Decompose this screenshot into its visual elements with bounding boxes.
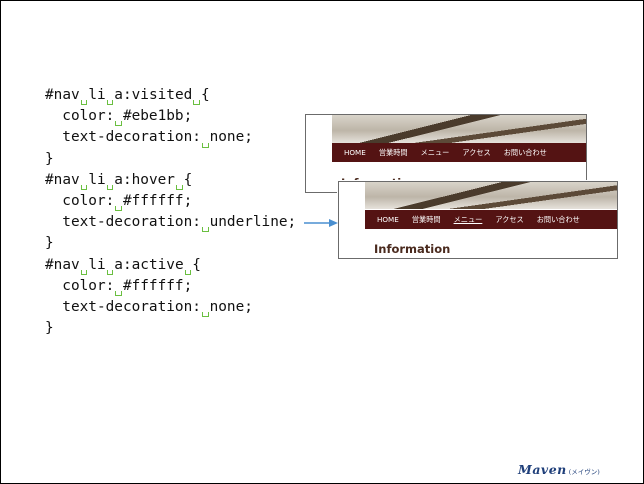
space-marker-icon	[201, 297, 210, 318]
code-token: #nav	[45, 256, 80, 273]
nav-link[interactable]: HOME	[377, 215, 399, 224]
code-token: color:	[62, 192, 115, 209]
space-marker-icon	[201, 127, 210, 148]
header-photo	[332, 115, 586, 143]
css-code-block: #nav li a:visited { color: #ebe1bb; text-decor…	[45, 85, 296, 339]
nav-link[interactable]: お問い合わせ	[503, 147, 547, 157]
code-token: color:	[62, 277, 115, 294]
code-line: #nav li a:active {	[45, 255, 296, 276]
arrow-right-icon	[304, 219, 338, 227]
header-photo	[365, 182, 617, 209]
code-line: }	[45, 233, 296, 254]
space-marker-icon	[80, 85, 89, 106]
code-token: a:visited	[114, 87, 193, 103]
space-marker-icon	[114, 106, 123, 127]
code-token: text-decoration:	[62, 129, 201, 146]
information-heading: Information	[374, 242, 451, 256]
code-token: none;	[209, 129, 253, 146]
code-token: li	[88, 87, 106, 103]
code-token: color:	[62, 108, 115, 125]
nav-link[interactable]: メニュー	[420, 147, 450, 157]
code-token: #ffffff;	[122, 277, 193, 294]
code-token: underline;	[209, 214, 297, 231]
code-token: #ebe1bb;	[122, 108, 193, 125]
space-marker-icon	[106, 255, 115, 276]
code-line: text-decoration: none;	[45, 297, 296, 318]
space-marker-icon	[80, 255, 89, 276]
nav-link[interactable]: アクセス	[495, 214, 524, 224]
code-token: {	[200, 87, 210, 103]
space-marker-icon	[175, 170, 184, 191]
code-token: none;	[209, 298, 253, 315]
logo-main: Maven	[518, 462, 567, 477]
code-token: li	[88, 171, 106, 188]
nav-link[interactable]: お問い合わせ	[536, 214, 580, 224]
brand-logo: Maven(メイヴン)	[518, 459, 600, 478]
code-token: {	[183, 171, 193, 188]
code-token: {	[192, 256, 201, 273]
nav-link[interactable]: 営業時間	[411, 214, 441, 224]
space-marker-icon	[184, 255, 193, 276]
space-marker-icon	[80, 170, 89, 191]
code-token: #nav	[45, 171, 80, 188]
nav-bar: HOME 営業時間 メニュー アクセス お問い合わせ	[365, 210, 617, 229]
code-line: }	[45, 149, 296, 170]
code-line: }	[45, 318, 296, 339]
space-marker-icon	[201, 212, 210, 233]
code-token: text-decoration:	[62, 214, 201, 231]
code-token: }	[45, 235, 54, 252]
code-line: text-decoration: none;	[45, 127, 296, 148]
nav-link[interactable]: 営業時間	[378, 147, 408, 157]
code-token: li	[88, 256, 106, 273]
code-line: color: #ffffff;	[45, 191, 296, 212]
code-line: color: #ebe1bb;	[45, 106, 296, 127]
code-line: #nav li a:hover {	[45, 170, 296, 191]
logo-sub: (メイヴン)	[568, 468, 600, 476]
code-token: #nav	[45, 87, 80, 103]
code-line: text-decoration: underline;	[45, 212, 296, 233]
space-marker-icon	[114, 276, 123, 297]
code-token: a:active	[114, 256, 184, 273]
code-token: #ffffff;	[122, 192, 193, 209]
code-token: }	[45, 320, 54, 337]
code-token: text-decoration:	[62, 298, 201, 315]
space-marker-icon	[106, 85, 115, 106]
space-marker-icon	[106, 170, 115, 191]
code-token: }	[45, 150, 54, 167]
screenshot-front: HOME 営業時間 メニュー アクセス お問い合わせ Information	[338, 181, 618, 259]
nav-link[interactable]: アクセス	[462, 147, 491, 157]
space-marker-icon	[192, 85, 201, 106]
space-marker-icon	[114, 191, 123, 212]
code-token: a:hover	[114, 171, 175, 188]
nav-bar: HOME 営業時間 メニュー アクセス お問い合わせ	[332, 143, 586, 162]
code-line: #nav li a:visited {	[45, 85, 296, 106]
nav-link[interactable]: HOME	[344, 148, 366, 157]
code-line: color: #ffffff;	[45, 276, 296, 297]
nav-link[interactable]: メニュー	[453, 214, 483, 224]
